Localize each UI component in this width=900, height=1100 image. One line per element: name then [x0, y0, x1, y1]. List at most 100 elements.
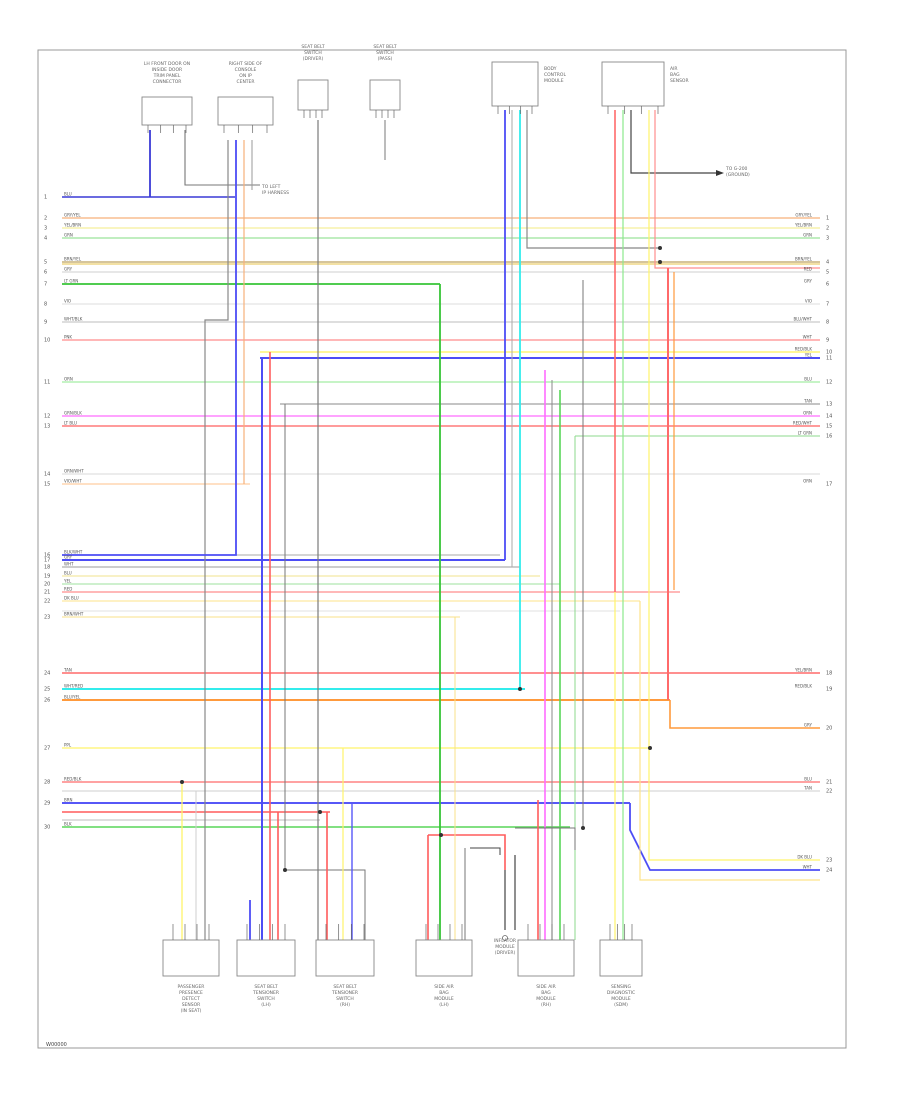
right-wire-label-1: GRY/YEL [795, 213, 812, 218]
left-pin-number-8: 8 [44, 302, 47, 308]
right-pin-number-21: 21 [826, 780, 832, 786]
left-pin-number-17: 17 [44, 558, 50, 564]
left-wire-label-12: GRN/BLK [64, 411, 82, 416]
wire-layer [62, 110, 820, 940]
ground-label: TO G-200(GROUND) [725, 166, 750, 178]
ground-arrow-icon [716, 170, 724, 176]
right-pin-number-9: 9 [826, 338, 829, 344]
left-pin-number-28: 28 [44, 780, 50, 786]
splice-dot-8 [439, 833, 443, 837]
left-pin-number-21: 21 [44, 590, 50, 596]
left-wire-label-4: GRN [64, 233, 73, 238]
left-pin-number-12: 12 [44, 414, 50, 420]
right-wire-label-14: ORN [803, 411, 812, 416]
left-wire-label-23: BRN/WHT [64, 612, 84, 617]
right-pin-number-6: 6 [826, 282, 829, 288]
left-wire-label-30: BLK [64, 822, 72, 827]
wire-sensor-gnd [630, 110, 720, 174]
left-wire-label-11: ORN [64, 377, 73, 382]
right-wire-label-23: DK BLU [797, 855, 812, 860]
left-wire-label-24: TAN [63, 668, 72, 673]
bcm-connector [491, 61, 539, 107]
left-pin-number-6: 6 [44, 270, 47, 276]
left-wire-label-13: LT BLU [64, 421, 77, 426]
right-pin-number-7: 7 [826, 302, 829, 308]
splice-dot-3 [180, 780, 184, 784]
left-pin-number-9: 9 [44, 320, 47, 326]
right-pin-number-13: 13 [826, 402, 832, 408]
right-wire-label-24: WHT [803, 865, 813, 870]
left-wire-label-26: BLU/YEL [64, 695, 81, 700]
left-pin-number-1: 1 [44, 195, 47, 201]
left-wire-label-29: BRN [64, 798, 73, 803]
wire-sensor-yel [648, 110, 820, 861]
right-pin-number-16: 16 [826, 434, 832, 440]
left-pin-number-16: 16 [44, 553, 50, 559]
left-wire-label-20: YEL [63, 579, 72, 584]
right-pin-number-10: 10 [826, 350, 832, 356]
left-wire-label-9: WHT/BLK [64, 317, 83, 322]
right-wire-label-19: RED/BLK [795, 684, 813, 689]
left-pin-number-27: 27 [44, 746, 50, 752]
right-wire-label-10: RED/BLK [795, 347, 813, 352]
left-wire-label-22: DK BLU [64, 596, 79, 601]
right-pin-number-3: 3 [826, 236, 829, 242]
right-pin-number-11: 11 [826, 356, 832, 362]
left-pin-number-26: 26 [44, 698, 50, 704]
wire-sensor-pnk [654, 110, 820, 269]
wire-console-2 [62, 140, 237, 556]
airbag-sensor-connector [601, 61, 665, 107]
right-wire-label-2: YEL/BRN [794, 223, 812, 228]
left-wire-label-16: BLK/WHT [64, 550, 83, 555]
wire-org-tail [669, 700, 820, 729]
diagram-code: W00000 [46, 1042, 67, 1048]
splice-dot-1 [658, 246, 662, 250]
right-wire-label-15: RED/WHT [793, 421, 813, 426]
right-pin-number-17: 17 [826, 482, 832, 488]
left-pin-number-13: 13 [44, 424, 50, 430]
left-pin-number-14: 14 [44, 472, 50, 478]
bottom-component-box-7 [599, 939, 643, 977]
right-wire-label-3: GRN [803, 233, 812, 238]
left-wire-label-7: LT GRN [64, 279, 78, 284]
left-wire-label-21: RED [64, 587, 72, 592]
component-layer [141, 61, 724, 977]
left-pin-number-4: 4 [44, 236, 47, 242]
right-wire-label-11: YEL [804, 353, 813, 358]
diagram-border [37, 49, 847, 1049]
splice-dot-9 [318, 810, 322, 814]
wire-inflator-link [470, 847, 501, 855]
right-pin-number-18: 18 [826, 671, 832, 677]
left-pin-number-24: 24 [44, 671, 50, 677]
console-connector [217, 96, 274, 126]
right-pin-number-12: 12 [826, 380, 832, 386]
left-pin-number-15: 15 [44, 482, 50, 488]
right-wire-label-12: BLU [804, 377, 812, 382]
splice-dot-5 [283, 868, 287, 872]
bottom-component-box-4 [415, 939, 473, 977]
bottom-component-box-1 [162, 939, 220, 977]
right-wire-label-17: ORN [803, 479, 812, 484]
lh-door-connector [141, 96, 193, 126]
right-wire-label-6: GRY [804, 279, 813, 284]
left-pin-number-2: 2 [44, 216, 47, 222]
left-wire-label-17: GRY [64, 555, 73, 560]
seat-belt-drv-connector [297, 79, 329, 111]
left-wire-label-27: PPL [64, 743, 72, 748]
left-wire-label-8: VIO [64, 299, 71, 304]
right-pin-number-22: 22 [826, 789, 832, 795]
left-pin-number-25: 25 [44, 687, 50, 693]
right-wire-label-8: BLU/WHT [794, 317, 813, 322]
left-wire-label-18: WHT [64, 562, 74, 567]
wire-bcm-gnd [526, 110, 660, 249]
